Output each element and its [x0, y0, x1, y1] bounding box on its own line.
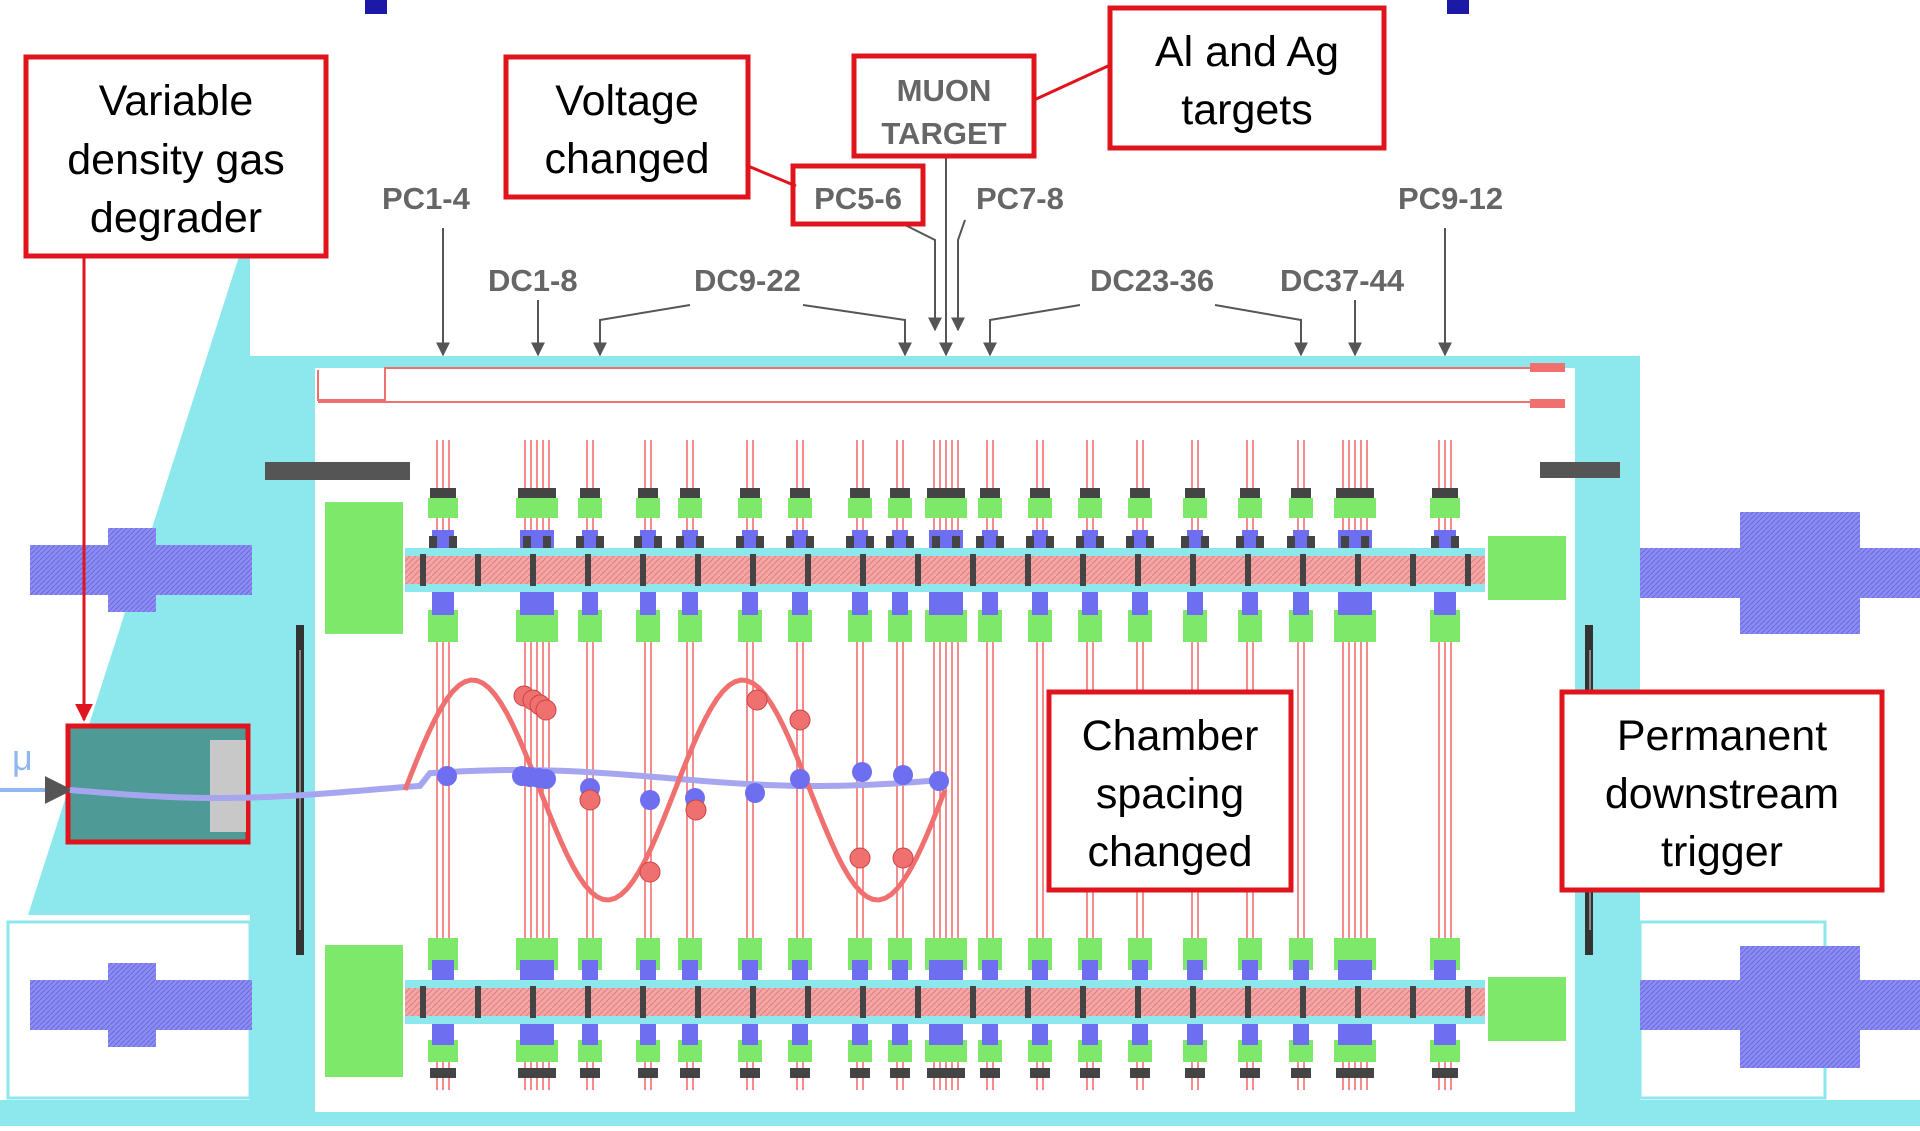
callout-spacing-line1: Chamber [1082, 712, 1259, 760]
chamber-label-arrows [436, 150, 1452, 357]
hit-point [579, 789, 601, 811]
label-pc7-8: PC7-8 [976, 181, 1064, 216]
hit-point [535, 699, 557, 721]
hit-point [745, 783, 765, 803]
callout-voltage-line1: Voltage [555, 77, 698, 125]
label-dc37-44: DC37-44 [1280, 263, 1405, 298]
support-rods [405, 548, 1485, 1024]
hit-point [790, 769, 810, 789]
label-pc1-4: PC1-4 [382, 181, 471, 216]
callout-spacing-line2: spacing [1096, 770, 1244, 818]
callout-spacing: Chamber spacing changed [1046, 689, 1294, 893]
top-cable [317, 363, 1565, 408]
hit-point [536, 769, 556, 789]
hit-point [892, 847, 914, 869]
label-dc23-36: DC23-36 [1090, 263, 1214, 298]
muon-beam: μ [0, 737, 73, 804]
muon-target-highlight [851, 53, 1037, 159]
callout-trigger-line2: downstream [1605, 770, 1839, 818]
upstream-beam-pipe [30, 528, 252, 1047]
callout-trigger-line3: trigger [1661, 828, 1783, 876]
callout-degrader-line3: degrader [90, 194, 262, 242]
callout-targets-line1: Al and Ag [1155, 28, 1339, 76]
title-fragment-right [1447, 0, 1469, 14]
callout-targets: Al and Ag targets [1107, 5, 1387, 151]
electron-helix-trajectory [402, 677, 948, 903]
label-muon-target-line2: TARGET [881, 116, 1006, 151]
downstream-end-block-top [1488, 536, 1566, 600]
upstream-end-block-bottom [325, 945, 403, 1077]
track-hits [437, 685, 949, 883]
callout-voltage-line2: changed [545, 135, 710, 183]
hit-point [640, 790, 660, 810]
title-fragment-left [365, 0, 387, 14]
downstream-beam-pipe [1640, 512, 1920, 1068]
callout-degrader: Variable density gas degrader [23, 54, 329, 259]
label-pc9-12: PC9-12 [1398, 181, 1503, 216]
callout-trigger: Permanent downstream trigger [1559, 689, 1885, 893]
callout-voltage: Voltage changed [503, 54, 751, 200]
upstream-end-block-top [325, 502, 403, 634]
hit-point [746, 689, 768, 711]
hit-point [893, 765, 913, 785]
downstream-end-block-bottom [1488, 977, 1566, 1041]
callout-connectors [75, 64, 1109, 722]
hit-point [852, 762, 872, 782]
hit-point [929, 771, 949, 791]
gas-degrader [65, 723, 251, 845]
hit-point [789, 709, 811, 731]
callout-degrader-line1: Variable [99, 77, 254, 125]
callout-targets-line2: targets [1181, 86, 1312, 134]
hit-point [849, 847, 871, 869]
label-dc1-8: DC1-8 [488, 263, 578, 298]
callout-degrader-line2: density gas [67, 136, 285, 184]
support-rod [405, 548, 1485, 592]
muon-symbol: μ [12, 737, 33, 778]
callout-trigger-line1: Permanent [1617, 712, 1827, 760]
hit-point [685, 799, 707, 821]
support-rod [405, 980, 1485, 1024]
pc5-6-highlight [790, 163, 926, 227]
hit-point [639, 861, 661, 883]
label-pc5-6: PC5-6 [814, 181, 902, 216]
label-dc9-22: DC9-22 [694, 263, 801, 298]
label-muon-target-line1: MUON [897, 73, 992, 108]
callout-spacing-line3: changed [1088, 828, 1253, 876]
hit-point [437, 766, 457, 786]
